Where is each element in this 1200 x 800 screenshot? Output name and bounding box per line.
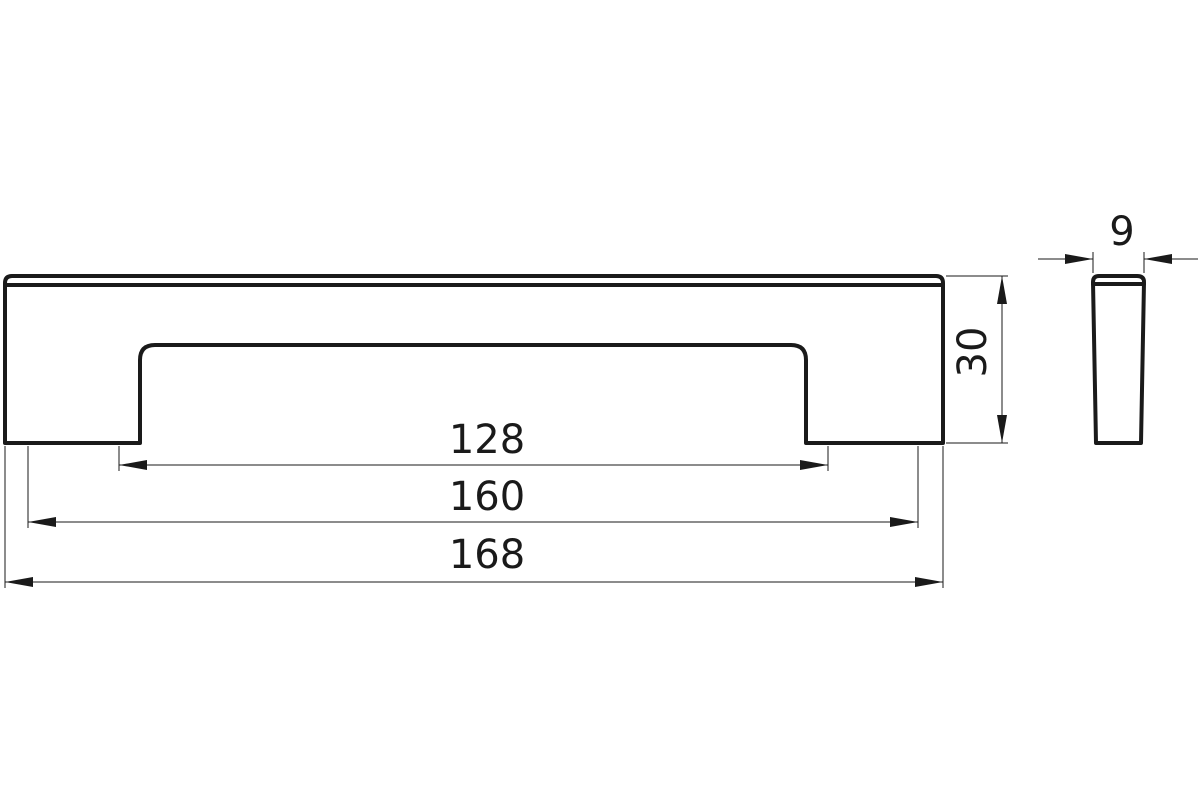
dimension-128: 128 [118, 417, 829, 471]
arrowhead-right [1144, 254, 1172, 264]
dimension-label-160: 160 [449, 474, 525, 520]
arrowhead-left [1065, 254, 1093, 264]
arrowhead-left [119, 460, 147, 470]
arrowhead-left [28, 517, 56, 527]
handle-front-outline [3, 274, 945, 445]
dimension-label-30: 30 [950, 327, 996, 378]
dimension-30: 30 [946, 275, 1008, 444]
arrowhead-top [997, 276, 1007, 304]
dimension-label-128: 128 [449, 417, 525, 463]
dimension-label-9: 9 [1109, 209, 1134, 255]
dimension-9: 9 [1038, 209, 1198, 273]
arrowhead-bottom [997, 415, 1007, 443]
handle-side-outline [1091, 274, 1146, 445]
dimension-168: 168 [4, 446, 944, 588]
handle-front-view [3, 274, 945, 445]
arrowhead-right [915, 577, 943, 587]
arrowhead-left [5, 577, 33, 587]
arrowhead-right [800, 460, 828, 470]
handle-side-view [1091, 274, 1146, 445]
arrowhead-right [890, 517, 918, 527]
dimension-160: 160 [27, 446, 919, 528]
dimension-label-168: 168 [449, 532, 525, 578]
